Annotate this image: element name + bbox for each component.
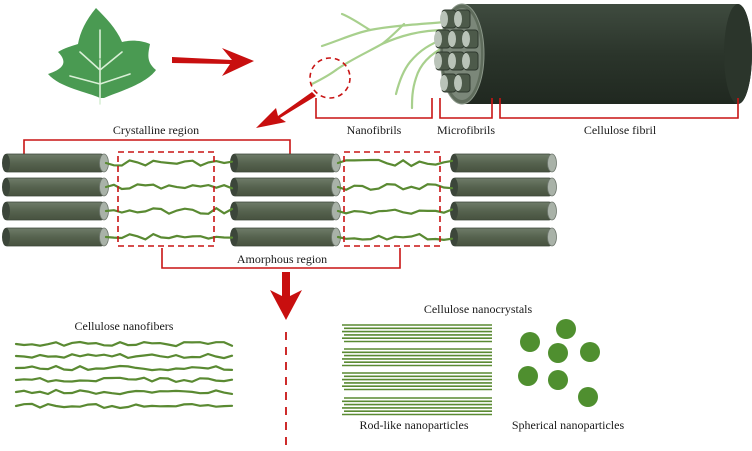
crystalline-rod xyxy=(450,177,557,197)
crystalline-rod xyxy=(450,227,557,247)
leaf-icon xyxy=(48,8,156,105)
nanofiber xyxy=(14,402,234,410)
amorphous-strands xyxy=(104,158,454,242)
crystalline-rod xyxy=(450,153,557,173)
amorphous-box-right xyxy=(343,151,441,247)
amorphous-strand xyxy=(336,232,454,242)
amorphous-strand xyxy=(104,159,234,167)
label-amorphous-region: Amorphous region xyxy=(237,252,327,266)
label-nanofibrils: Nanofibrils xyxy=(347,123,402,137)
label-cellulose-fibril: Cellulose fibril xyxy=(584,123,657,137)
crystalline-rod xyxy=(2,153,109,173)
amorphous-strand xyxy=(104,206,234,215)
top-brackets xyxy=(315,98,739,119)
spherical-nanoparticles xyxy=(518,319,600,407)
nanofiber xyxy=(14,364,234,372)
arrow-down-icon xyxy=(270,272,302,320)
crystalline-rod xyxy=(2,227,109,247)
rod-like-nanoparticles xyxy=(342,324,492,416)
crystalline-rod xyxy=(2,201,109,221)
highlight-circle xyxy=(309,57,351,99)
crystalline-rod xyxy=(230,201,341,221)
crystalline-bracket xyxy=(23,139,291,156)
nanofibrils-strands xyxy=(310,12,448,110)
label-microfibrils: Microfibrils xyxy=(437,123,495,137)
amorphous-strand xyxy=(104,183,234,191)
label-cellulose-nanofibers: Cellulose nanofibers xyxy=(75,319,174,333)
crystalline-rod xyxy=(230,153,341,173)
arrow-right-icon xyxy=(172,48,254,76)
crystalline-rod xyxy=(230,177,341,197)
label-spherical-nanoparticles: Spherical nanoparticles xyxy=(512,418,625,432)
amorphous-strand xyxy=(104,232,234,241)
label-rod-like-nanoparticles: Rod-like nanoparticles xyxy=(360,418,469,432)
amorphous-box-left xyxy=(117,151,215,247)
nanofiber-strands xyxy=(14,340,234,410)
amorphous-strand xyxy=(336,158,454,168)
amorphous-bracket xyxy=(161,248,401,269)
nanofiber xyxy=(14,388,234,396)
amorphous-strand xyxy=(336,208,454,215)
crystalline-rod xyxy=(230,227,341,247)
nanofiber xyxy=(14,340,234,348)
nanofiber xyxy=(14,352,234,360)
amorphous-strand xyxy=(336,182,454,191)
cellulose-fibril-cable xyxy=(434,3,752,105)
crystalline-rods xyxy=(2,153,557,247)
crystalline-rod xyxy=(2,177,109,197)
label-cellulose-nanocrystals: Cellulose nanocrystals xyxy=(424,302,533,316)
arrow-down-left-icon xyxy=(256,92,316,128)
crystalline-rod xyxy=(450,201,557,221)
nanofiber xyxy=(14,376,234,384)
label-crystalline-region: Crystalline region xyxy=(113,123,199,137)
